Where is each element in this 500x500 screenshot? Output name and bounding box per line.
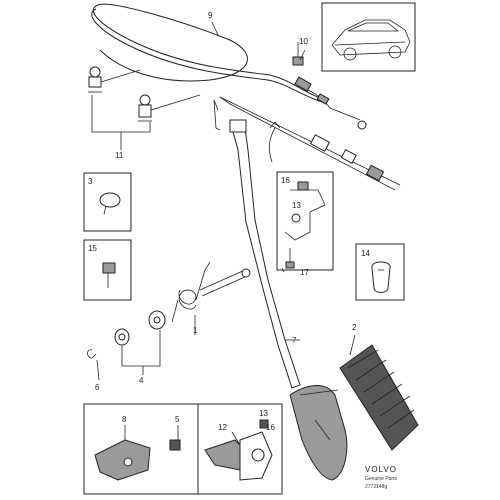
callout-15: 15 <box>88 244 97 253</box>
pivot-shaft <box>199 268 251 297</box>
car-thumbnail <box>321 2 416 72</box>
callout-16-part: 16 <box>266 423 275 432</box>
return-spring <box>171 261 211 323</box>
callout-13-upper: 13 <box>292 201 301 210</box>
clip-10 <box>292 42 304 66</box>
callout-9: 9 <box>208 11 213 20</box>
callout-4: 4 <box>139 376 144 385</box>
callout-12: 12 <box>218 423 227 432</box>
detail-box-16 <box>276 171 334 271</box>
rubber-pad <box>339 344 419 451</box>
detail-box-8-5 <box>83 403 199 495</box>
callout-2: 2 <box>352 323 357 332</box>
callout-14: 14 <box>361 249 370 258</box>
callout-5: 5 <box>175 415 180 424</box>
cable-clip-lower <box>138 94 152 122</box>
pedal-arm <box>229 119 301 389</box>
callout-17: 17 <box>300 268 309 277</box>
brand-subtitle: Genuine Parts <box>365 476 397 482</box>
lock-clip <box>87 349 97 359</box>
diagram-code: 2772148g <box>365 484 387 490</box>
throttle-cable <box>91 3 367 130</box>
detail-box-14 <box>355 243 405 301</box>
callout-6: 6 <box>95 383 100 392</box>
washer-large <box>148 310 166 330</box>
callout-8: 8 <box>122 415 127 424</box>
volvo-logo-text: VOLVO <box>365 465 397 474</box>
callout-1: 1 <box>193 326 198 335</box>
callout-3: 3 <box>88 177 93 186</box>
callout-10: 10 <box>299 37 308 46</box>
callout-7: 7 <box>292 336 297 345</box>
cable-clip-upper <box>88 66 102 93</box>
lower-cable <box>219 96 401 191</box>
callout-13-lower: 13 <box>259 409 268 418</box>
callout-16-box: 16 <box>281 176 290 185</box>
detail-box-12-13 <box>197 403 283 495</box>
callout-11: 11 <box>115 151 124 160</box>
pedal-pad <box>289 385 348 481</box>
detail-box-3 <box>83 172 132 232</box>
detail-box-15 <box>83 239 132 301</box>
washer-small <box>114 328 130 346</box>
